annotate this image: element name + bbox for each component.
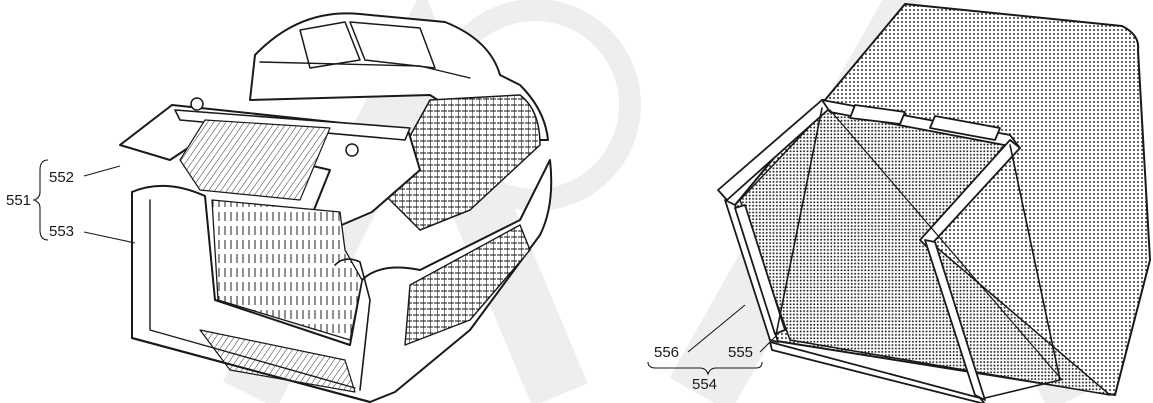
catcher-side-grille [379,94,541,231]
grass-bag-frame [717,99,1021,403]
callout-group-554: 556 555 554 [647,304,778,393]
label-556: 556 [654,344,679,361]
label-555: 555 [728,344,753,361]
frame-wire-555 [775,107,1061,399]
label-552: 552 [49,169,74,186]
leader-553 [83,231,136,244]
label-554: 554 [692,376,717,393]
frame-bar-556 [734,204,786,335]
grass-catcher-illustration [119,12,553,403]
brace-554 [647,361,763,376]
brace-551 [32,159,49,241]
callout-group-551: 551 552 553 [6,159,136,244]
catcher-interior [179,119,331,201]
grass-bag-illustration [717,3,1151,403]
label-551: 551 [6,192,31,209]
leader-555 [759,334,778,353]
leader-556 [687,304,746,353]
leader-552 [83,165,121,177]
label-553: 553 [49,223,74,240]
